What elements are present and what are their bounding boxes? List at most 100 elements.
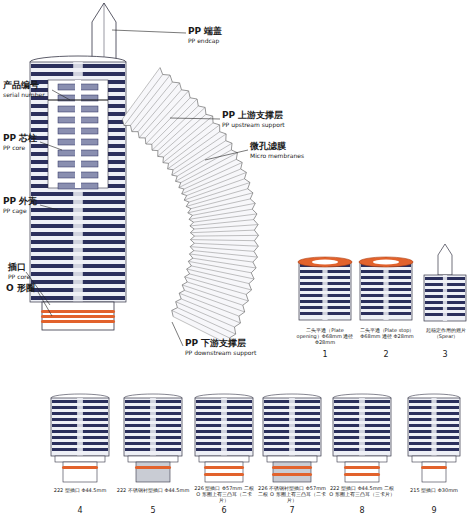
part-label: PP endcap <box>188 38 268 45</box>
pleat-fold <box>194 251 258 257</box>
callout-number: 4 <box>74 506 86 515</box>
cartridge-body <box>299 262 351 320</box>
end-bore <box>373 260 399 265</box>
endcap-spear <box>438 244 452 275</box>
pleat-fold <box>130 75 170 125</box>
cage-rib <box>431 398 436 456</box>
pleat-fold <box>187 282 248 301</box>
leader-line <box>40 142 62 150</box>
part-label: PP 外壳 <box>3 196 63 206</box>
pleat-fold <box>189 209 252 219</box>
part-label: PP downstream support <box>185 350 295 357</box>
pleat-fold <box>181 299 240 323</box>
item-caption: 起稳定作用的翅片（Spear） <box>420 328 472 340</box>
pleat-fold <box>152 99 197 144</box>
pleat-fold <box>172 310 230 338</box>
item-caption: 二头平通（Plate opening）Φ68mm 通径 Φ28mm <box>293 328 357 345</box>
part-label: 产品编号 <box>3 80 63 90</box>
pleat-fold <box>163 123 213 163</box>
leader-line <box>52 90 70 100</box>
pleat-edge <box>122 119 194 316</box>
pleat-fold <box>191 193 253 209</box>
o-ring <box>421 466 447 469</box>
connector-cartridge <box>333 394 391 482</box>
leader-line <box>112 30 186 33</box>
plug <box>42 302 114 330</box>
part-label: serial number <box>3 92 63 99</box>
pleat-fold <box>187 172 247 195</box>
leader-line <box>172 322 183 346</box>
pleat-fold <box>182 169 241 194</box>
callout-number: 2 <box>380 350 392 359</box>
pleat-fold <box>163 116 212 157</box>
pleat-fold <box>190 220 254 226</box>
pleat-fold <box>158 107 205 150</box>
item-caption: 二头平通（Plate stop）Φ68mm 通径 Φ28mm <box>356 328 418 340</box>
o-ring <box>41 320 115 323</box>
cartridge-body <box>424 275 466 321</box>
pleat-fold <box>194 225 258 229</box>
callout-number: 3 <box>439 350 451 359</box>
item-caption: 222 不锈钢衬型插口 Φ44.5mm <box>115 488 191 494</box>
cartridge-body <box>263 398 321 456</box>
pleat-fold <box>184 179 244 200</box>
part-label: PP cage <box>3 208 63 215</box>
small-cartridge <box>359 257 413 320</box>
o-ring <box>62 466 98 469</box>
part-label: Micro membranes <box>250 153 340 160</box>
pleat-fold <box>189 183 250 203</box>
core-post <box>75 80 81 188</box>
end-cap <box>199 456 249 462</box>
callout-number: 8 <box>356 506 368 515</box>
leader-line <box>170 118 220 119</box>
pleat-fold <box>145 91 188 138</box>
part-label: PP 上游支撑层 <box>222 110 332 120</box>
part-label: PP core <box>8 274 48 281</box>
end-ring <box>298 257 352 267</box>
main-cartridge <box>30 3 126 330</box>
o-ring <box>204 466 244 469</box>
pleat-fold <box>146 98 190 144</box>
connector-cartridge <box>51 394 109 482</box>
part-label: PP core <box>3 145 63 152</box>
end-cap <box>267 456 317 462</box>
end-cap <box>337 456 387 462</box>
cage-rib <box>221 398 227 456</box>
pleat-fold <box>177 308 235 334</box>
pleat-fold <box>168 132 220 169</box>
part-label: 插口 <box>8 262 48 272</box>
pleat-fold <box>172 141 226 175</box>
connector-cartridge <box>124 394 182 482</box>
cartridge-body <box>360 262 412 320</box>
pleat-fold <box>194 243 258 246</box>
pleat-fold <box>169 125 220 163</box>
connector-cartridge <box>408 394 460 482</box>
pleat-fold <box>139 90 181 138</box>
endcap-spear <box>92 3 116 60</box>
o-ring <box>344 466 380 469</box>
pleat-fold <box>158 114 206 156</box>
cage-rib <box>322 262 327 320</box>
pleat-fold <box>181 153 238 183</box>
o-ring <box>41 315 115 318</box>
end-bore <box>312 260 338 265</box>
cage-rib <box>383 262 388 320</box>
end-cap <box>412 456 456 462</box>
plug <box>63 462 97 482</box>
pleat-fold <box>184 290 244 312</box>
cage-rib <box>289 398 295 456</box>
pleat-fold <box>189 254 252 262</box>
pleat-fold <box>190 274 252 290</box>
leader-line <box>40 205 58 210</box>
item-caption: 226 型插口 Φ57mm 二根 O 形圈上有三凸耳（二卡片） <box>192 486 256 503</box>
connector-cartridge <box>263 394 321 482</box>
connector-cartridge <box>195 394 253 482</box>
o-ring <box>41 310 115 313</box>
end-cap <box>55 456 105 462</box>
cartridge-body <box>124 398 182 456</box>
cutaway-window <box>48 80 108 188</box>
o-ring <box>204 473 244 476</box>
pleat-fold <box>176 302 235 327</box>
plug <box>345 462 379 482</box>
